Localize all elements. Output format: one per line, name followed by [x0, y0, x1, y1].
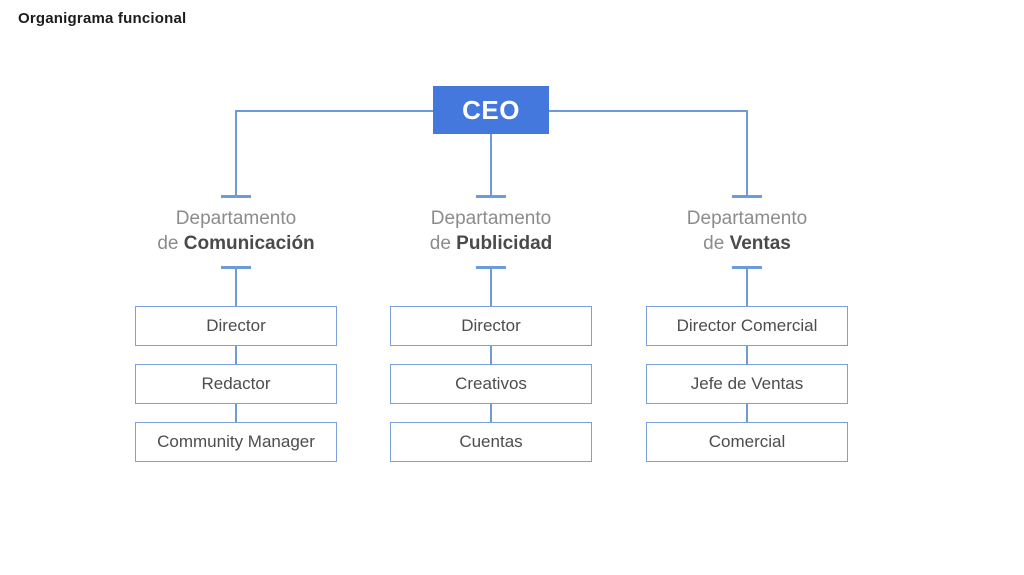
connector-comunicacion-to-director [235, 267, 237, 306]
dept-de: de [429, 233, 451, 254]
connector-ventas-1-2 [746, 346, 748, 364]
role-label: Jefe de Ventas [690, 374, 804, 393]
role-box-comunicacion-3: Community Manager [135, 422, 337, 462]
dept-name-line: de Ventas [617, 231, 877, 256]
role-box-ventas-2: Jefe de Ventas [646, 364, 848, 404]
role-label: Director [206, 316, 266, 335]
role-box-ventas-3: Comercial [646, 422, 848, 462]
role-box-ventas-1: Director Comercial [646, 306, 848, 346]
dept-name: Ventas [729, 233, 791, 254]
page-title: Organigrama funcional [18, 10, 187, 27]
role-label: Creativos [455, 374, 527, 393]
role-box-comunicacion-1: Director [135, 306, 337, 346]
dept-de: de [157, 233, 179, 254]
dept-label-comunicacion: Departamento de Comunicación [106, 206, 366, 256]
dept-name-line: de Comunicación [106, 231, 366, 256]
role-box-publicidad-3: Cuentas [390, 422, 592, 462]
cap-above-ventas [732, 195, 762, 198]
connector-ceo-to-publicidad [490, 134, 492, 196]
role-box-publicidad-2: Creativos [390, 364, 592, 404]
connector-publicidad-to-director [490, 267, 492, 306]
dept-de: de [703, 233, 725, 254]
connector-ventas-2-3 [746, 404, 748, 422]
connector-ventas-to-director [746, 267, 748, 306]
dept-name-line: de Publicidad [361, 231, 621, 256]
dept-prefix: Departamento [686, 208, 808, 229]
role-label: Community Manager [157, 432, 315, 451]
dept-label-ventas: Departamento de Ventas [617, 206, 877, 256]
dept-label-publicidad: Departamento de Publicidad [361, 206, 621, 256]
ceo-node: CEO [433, 86, 549, 134]
role-box-publicidad-1: Director [390, 306, 592, 346]
connector-ceo-to-ventas [746, 110, 748, 196]
dept-name: Comunicación [183, 233, 315, 254]
role-label: Cuentas [459, 432, 523, 451]
role-label: Director Comercial [676, 316, 818, 335]
cap-above-comunicacion [221, 195, 251, 198]
role-label: Redactor [201, 374, 271, 393]
dept-name: Publicidad [456, 233, 553, 254]
connector-ceo-to-comunicacion [235, 110, 237, 196]
role-label: Comercial [708, 432, 786, 451]
cap-above-publicidad [476, 195, 506, 198]
role-label: Director [461, 316, 521, 335]
connector-publicidad-2-3 [490, 404, 492, 422]
dept-prefix: Departamento [175, 208, 297, 229]
connector-publicidad-1-2 [490, 346, 492, 364]
dept-prefix: Departamento [430, 208, 552, 229]
role-box-comunicacion-2: Redactor [135, 364, 337, 404]
connector-comunicacion-2-3 [235, 404, 237, 422]
connector-comunicacion-1-2 [235, 346, 237, 364]
